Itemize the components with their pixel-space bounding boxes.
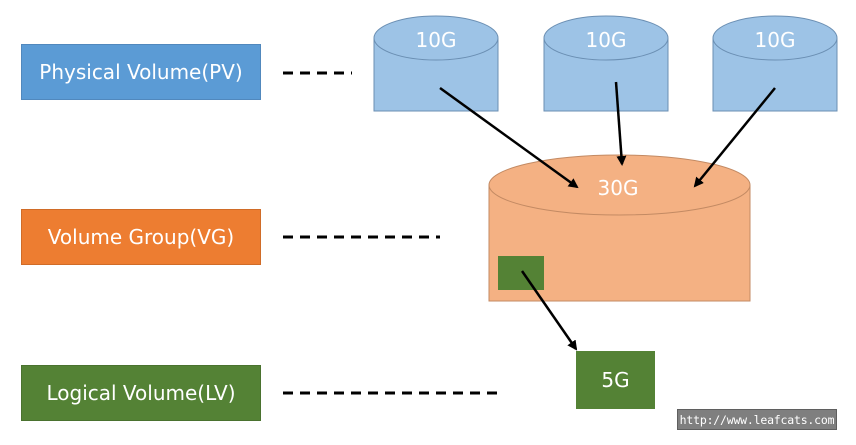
arrow-pv3-to-vg [693,87,776,188]
pv-disk-2-label: 10G [586,28,627,52]
lv-chunk [498,256,544,290]
logical-volume-label: Logical Volume(LV) [21,365,261,421]
arrow-pv2-to-vg [614,81,627,166]
watermark-link[interactable]: http://www.leafcats.com [677,409,837,430]
lv-box-label: 5G [601,368,630,392]
pv-disk-1-label: 10G [416,28,457,52]
arrow-pv1-to-vg [439,86,579,189]
vg-disk: 30G [488,154,751,302]
lv-box: 5G [576,351,655,409]
pv-disk-1: 10G [373,15,499,112]
pv-disk-3-label: 10G [755,28,796,52]
pv-disk-2: 10G [543,15,669,112]
volume-group-label: Volume Group(VG) [21,209,261,265]
pv-disk-3: 10G [712,15,838,112]
vg-disk-label: 30G [598,176,639,200]
arrow-vg-to-lv [520,270,578,351]
physical-volume-label: Physical Volume(PV) [21,44,261,100]
